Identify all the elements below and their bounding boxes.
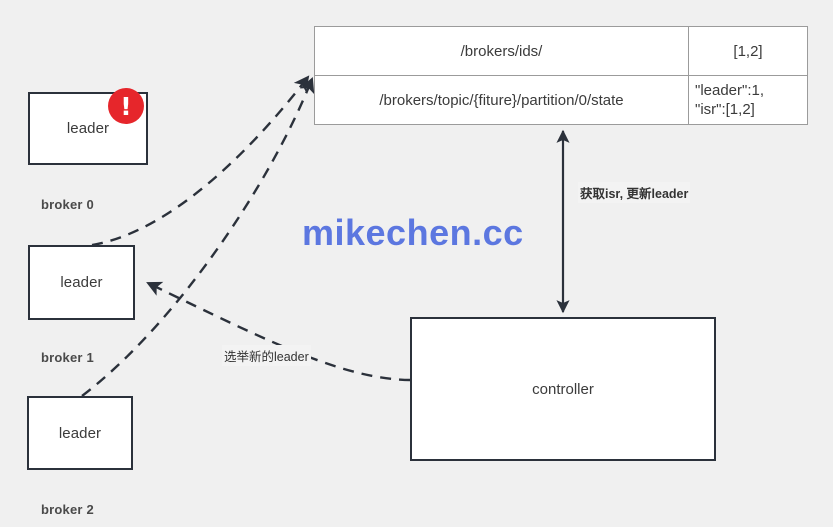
watermark-text: mikechen.cc (302, 212, 524, 253)
controller-node-label: controller (532, 380, 594, 398)
table-row: /brokers/ids/ [1,2] (314, 26, 808, 76)
zk-path-cell: /brokers/topic/{fiture}/partition/0/stat… (314, 75, 689, 125)
zk-value-cell: [1,2] (688, 26, 808, 76)
zk-path-cell: /brokers/ids/ (314, 26, 689, 76)
broker-caption-0: broker 0 (41, 197, 94, 212)
broker-node-label: leader (66, 120, 110, 137)
table-row: /brokers/topic/{fiture}/partition/0/stat… (314, 75, 808, 125)
broker-box-2[interactable]: leader (27, 396, 133, 470)
controller-box[interactable]: controller (410, 317, 716, 461)
edge-label-fetch-isr: 获取isr, 更新leader (578, 182, 691, 203)
broker-box-1[interactable]: leader (28, 245, 135, 320)
broker-node-label: leader (60, 274, 103, 291)
alert-icon: ! (108, 88, 144, 124)
broker-caption-2: broker 2 (41, 502, 94, 517)
zk-value-line-2: "isr":[1,2] (695, 101, 755, 118)
zookeeper-path-table: /brokers/ids/ [1,2] /brokers/topic/{fitu… (314, 26, 808, 125)
edge-label-elect-new-leader: 选举新的leader (222, 345, 311, 366)
broker-node-label: leader (58, 424, 102, 442)
broker-caption-1: broker 1 (41, 350, 94, 365)
zk-value-line-1: "leader":1, (695, 81, 765, 99)
zk-value-cell: "leader":1, "isr":[1,2] (688, 75, 808, 125)
